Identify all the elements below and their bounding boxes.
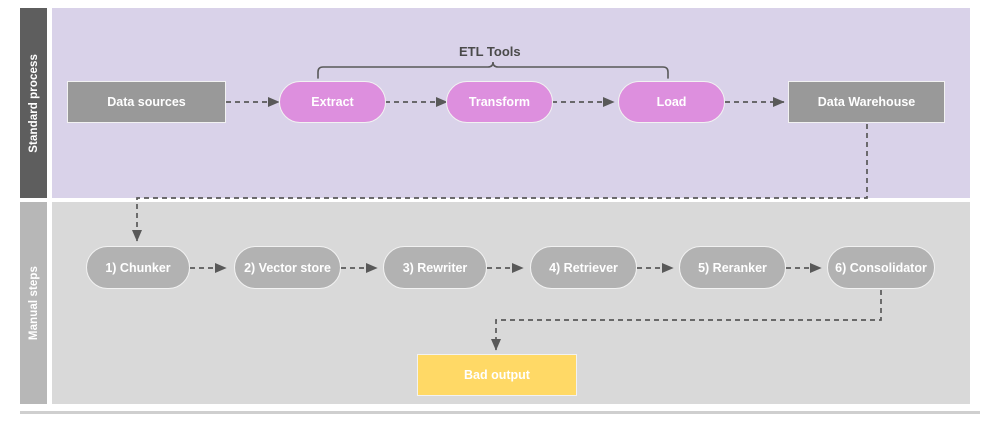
node-chunker[interactable]: 1) Chunker bbox=[86, 246, 190, 289]
edge-data-warehouse-chunker bbox=[131, 124, 868, 242]
node-reranker[interactable]: 5) Reranker bbox=[679, 246, 786, 289]
node-transform-label: Transform bbox=[468, 95, 531, 109]
etl-tools-brace-icon bbox=[317, 61, 669, 79]
node-chunker-label: 1) Chunker bbox=[105, 260, 171, 275]
node-bad-output[interactable]: Bad output bbox=[417, 354, 577, 396]
node-reranker-label: 5) Reranker bbox=[698, 260, 767, 275]
node-vector-store-label: 2) Vector store bbox=[244, 260, 331, 275]
node-retriever[interactable]: 4) Retriever bbox=[530, 246, 637, 289]
node-rewriter-label: 3) Rewriter bbox=[402, 260, 468, 275]
node-load[interactable]: Load bbox=[618, 81, 725, 123]
lane-label-manual-steps: Manual steps bbox=[20, 202, 47, 404]
node-retriever-label: 4) Retriever bbox=[549, 260, 618, 275]
node-data-sources[interactable]: Data sources bbox=[67, 81, 226, 123]
node-bad-output-label: Bad output bbox=[464, 368, 530, 382]
node-transform[interactable]: Transform bbox=[446, 81, 553, 123]
node-consolidator[interactable]: 6) Consolidator bbox=[827, 246, 935, 289]
node-load-label: Load bbox=[656, 95, 687, 109]
node-extract-label: Extract bbox=[311, 95, 354, 109]
etl-tools-label: ETL Tools bbox=[459, 44, 521, 59]
bottom-divider bbox=[20, 411, 980, 414]
node-vector-store[interactable]: 2) Vector store bbox=[234, 246, 341, 289]
node-data-warehouse-label: Data Warehouse bbox=[817, 95, 916, 109]
node-rewriter[interactable]: 3) Rewriter bbox=[383, 246, 487, 289]
lane-label-standard-process: Standard process bbox=[20, 8, 47, 198]
node-consolidator-label: 6) Consolidator bbox=[835, 260, 927, 275]
node-extract[interactable]: Extract bbox=[279, 81, 386, 123]
node-data-warehouse[interactable]: Data Warehouse bbox=[788, 81, 945, 123]
node-data-sources-label: Data sources bbox=[107, 95, 186, 109]
edge-consolidator-bad-output bbox=[490, 290, 882, 351]
